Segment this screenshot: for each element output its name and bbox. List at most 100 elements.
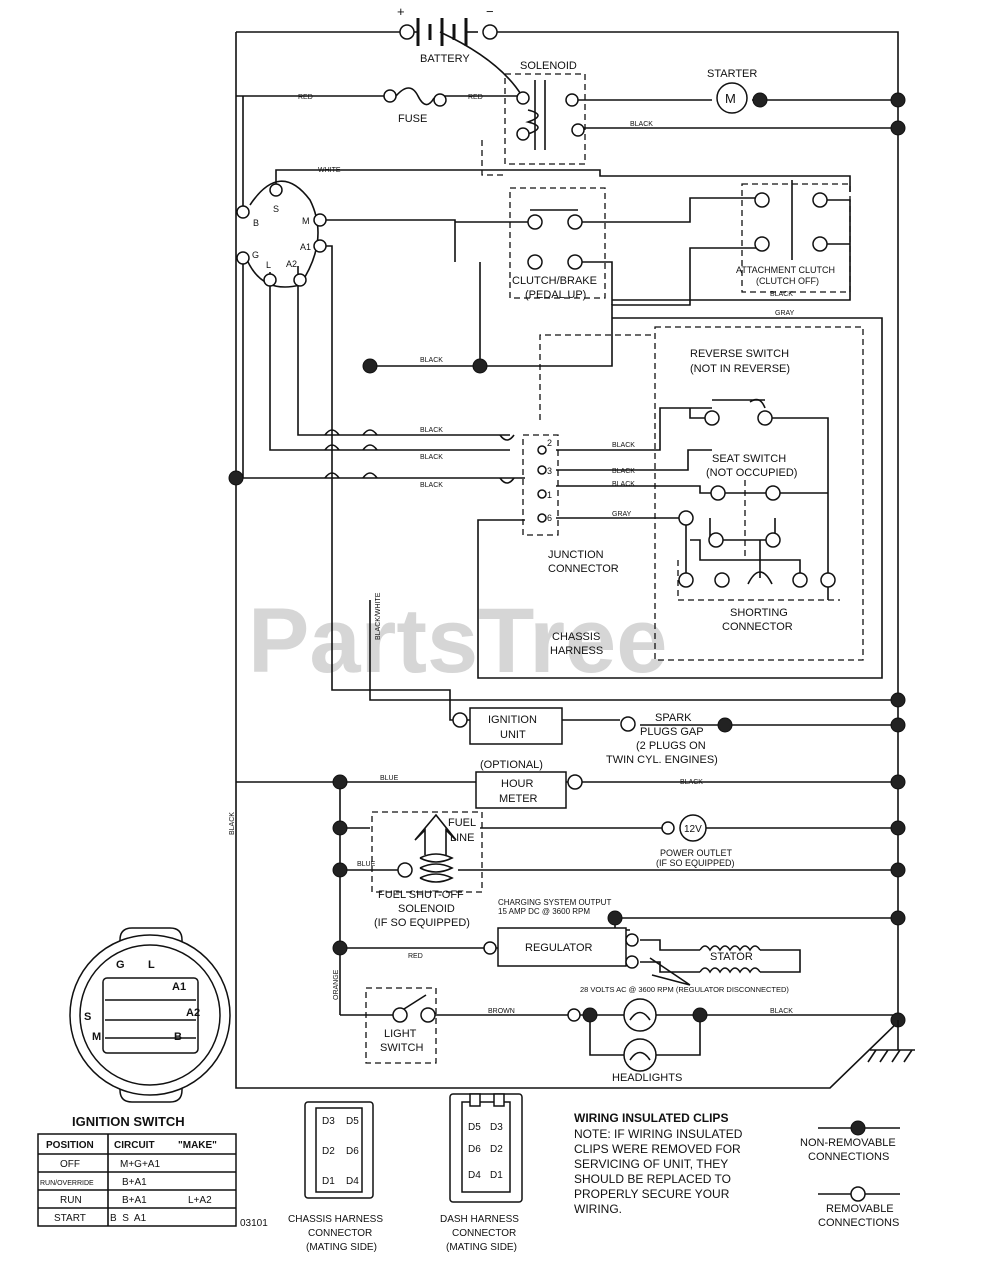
svg-text:D5: D5 xyxy=(468,1122,481,1133)
svg-text:BLACK: BLACK xyxy=(612,442,635,449)
legend-removable-1: REMOVABLE xyxy=(826,1203,894,1215)
wiring-note: WIRING INSULATED CLIPS NOTE: IF WIRING I… xyxy=(574,1111,743,1216)
table-row-position: OFF xyxy=(60,1159,80,1170)
wire-color-blue-2: BLUE xyxy=(357,861,376,868)
ignition-switch-table: POSITION CIRCUIT "MAKE" OFF M+G+A1 RUN/O… xyxy=(37,1133,268,1229)
junction-pin-6: 6 xyxy=(547,513,552,523)
junction-pin-3: 3 xyxy=(547,466,552,476)
stator-label: STATOR xyxy=(710,951,753,963)
wire-color-blue-1: BLUE xyxy=(380,775,399,782)
wire-color-white: WHITE xyxy=(318,167,341,174)
table-header-make: "MAKE" xyxy=(178,1140,217,1151)
dash-harness-connector: D5 D3 D6 D2 D4 D1 DASH HARNESS CONNECTOR… xyxy=(440,1093,523,1253)
light-switch-label-2: SWITCH xyxy=(380,1042,423,1054)
spark-label-4: TWIN CYL. ENGINES) xyxy=(606,754,718,766)
regulator: CHARGING SYSTEM OUTPUT 15 AMP DC @ 3600 … xyxy=(408,898,639,969)
table-row-position: RUN xyxy=(60,1195,82,1206)
power-outlet-label-1: POWER OUTLET xyxy=(660,848,733,858)
ignition-switch-face: G L A1 A2 B M S IGNITION SWITCH xyxy=(69,927,231,1129)
note-line: CLIPS WERE REMOVED FOR xyxy=(574,1142,741,1156)
ignition-unit-label-2: UNIT xyxy=(500,729,526,741)
shorting-connector: SHORTING CONNECTOR xyxy=(678,571,836,633)
wire-color-black-white: BLACK/WHITE xyxy=(375,592,382,640)
note-line: PROPERLY SECURE YOUR xyxy=(574,1187,730,1201)
regulator-label: REGULATOR xyxy=(525,942,592,954)
wire-color-gray-att: GRAY xyxy=(775,310,795,317)
legend: NON-REMOVABLE CONNECTIONS REMOVABLE CONN… xyxy=(800,1120,900,1229)
clutch-brake-label-2: (PEDAL UP) xyxy=(525,289,586,301)
svg-text:−: − xyxy=(486,4,494,19)
svg-text:D6: D6 xyxy=(346,1146,359,1157)
fuse-label: FUSE xyxy=(398,113,427,125)
seat-switch-label-2: (NOT OCCUPIED) xyxy=(706,467,797,479)
dash-connector-label-3: (MATING SIDE) xyxy=(446,1242,517,1253)
svg-text:D3: D3 xyxy=(322,1116,335,1127)
wire-color-black-sol: BLACK xyxy=(630,121,653,128)
power-outlet-symbol: 12V xyxy=(684,824,702,835)
power-outlet: 12V POWER OUTLET (IF SO EQUIPPED) xyxy=(656,814,735,868)
fuse: FUSE RED RED xyxy=(298,87,483,125)
ign-term-A1: A1 xyxy=(300,242,311,252)
svg-text:D4: D4 xyxy=(346,1176,359,1187)
clutch-brake-label-1: CLUTCH/BRAKE xyxy=(512,275,597,287)
fuel-shutoff-solenoid: FUEL LINE FUEL SHUT-OFF SOLENOID (IF SO … xyxy=(357,813,476,929)
wire-color-black-left: BLACK xyxy=(229,812,236,835)
ign-face-A1: A1 xyxy=(172,981,186,993)
table-row-position: START xyxy=(54,1213,86,1224)
shorting-label-2: CONNECTOR xyxy=(722,621,793,633)
spark-label-1: SPARK xyxy=(655,712,692,724)
ign-face-B: B xyxy=(174,1031,182,1043)
ign-face-S: S xyxy=(84,1011,91,1023)
battery: + − BATTERY xyxy=(397,4,498,65)
wire-color-black-att: BLACK xyxy=(770,291,793,298)
ignition-switch-terminals: B S M A1 A2 L G WHITE xyxy=(236,167,341,288)
svg-text:D4: D4 xyxy=(468,1170,481,1181)
svg-text:D5: D5 xyxy=(346,1116,359,1127)
note-line: NOTE: IF WIRING INSULATED xyxy=(574,1127,743,1141)
note-line: WIRING. xyxy=(574,1202,622,1216)
wire-color-black-hl: BLACK xyxy=(770,1008,793,1015)
note-title: WIRING INSULATED CLIPS xyxy=(574,1111,728,1125)
wire-color-orange: ORANGE xyxy=(333,969,340,1000)
table-row-position: RUN/OVERRIDE xyxy=(40,1180,94,1187)
ignition-unit-label-1: IGNITION xyxy=(488,714,537,726)
table-row-circuit: B+A1 xyxy=(122,1195,147,1206)
chassis-connector-label-2: CONNECTOR xyxy=(308,1228,372,1239)
attachment-clutch-label-1: ATTACHMENT CLUTCH xyxy=(736,265,835,275)
legend-non-removable-2: CONNECTIONS xyxy=(808,1151,889,1163)
table-row-circuit: B+A1 xyxy=(122,1177,147,1188)
ign-face-M: M xyxy=(92,1031,101,1043)
non-removable-nodes xyxy=(228,358,906,1028)
fuel-shutoff-label-2: SOLENOID xyxy=(398,903,455,915)
wire-color-black-hm: BLACK xyxy=(680,779,703,786)
ign-face-G: G xyxy=(116,959,125,971)
ign-face-L: L xyxy=(148,959,155,971)
table-row-circuit: B S A1 xyxy=(110,1213,147,1224)
junction-connector: 2 3 1 6 JUNCTION CONNECTOR CHASSIS HARNE… xyxy=(537,438,619,657)
ground-icon xyxy=(867,1020,915,1063)
seat-switch-label-1: SEAT SWITCH xyxy=(712,453,786,465)
spark-label-3: (2 PLUGS ON xyxy=(636,740,706,752)
svg-text:D1: D1 xyxy=(490,1170,503,1181)
svg-text:BLACK: BLACK xyxy=(420,427,443,434)
hour-meter: (OPTIONAL) HOUR METER BLUE BLACK xyxy=(380,759,703,809)
starter: STARTER M xyxy=(707,68,906,136)
table-row-circuit: M+G+A1 xyxy=(120,1159,160,1170)
reverse-switch-label-1: REVERSE SWITCH xyxy=(690,348,789,360)
battery-label: BATTERY xyxy=(420,53,470,65)
dash-connector-label-2: CONNECTOR xyxy=(452,1228,516,1239)
spark-plugs: SPARK PLUGS GAP (2 PLUGS ON TWIN CYL. EN… xyxy=(606,712,718,766)
svg-text:GRAY: GRAY xyxy=(612,511,632,518)
legend-removable-2: CONNECTIONS xyxy=(818,1217,899,1229)
dashed-enclosures xyxy=(365,73,864,1064)
hour-meter-optional: (OPTIONAL) xyxy=(480,759,543,771)
wire-color-red-2: RED xyxy=(468,94,483,101)
svg-text:+: + xyxy=(397,4,405,19)
ign-term-B: B xyxy=(253,218,259,228)
seat-switch: SEAT SWITCH (NOT OCCUPIED) xyxy=(678,453,797,560)
solenoid-label: SOLENOID xyxy=(520,60,577,72)
dash-connector-label-1: DASH HARNESS xyxy=(440,1214,519,1225)
chassis-label-1: CHASSIS xyxy=(552,631,600,643)
svg-text:BLACK: BLACK xyxy=(612,481,635,488)
